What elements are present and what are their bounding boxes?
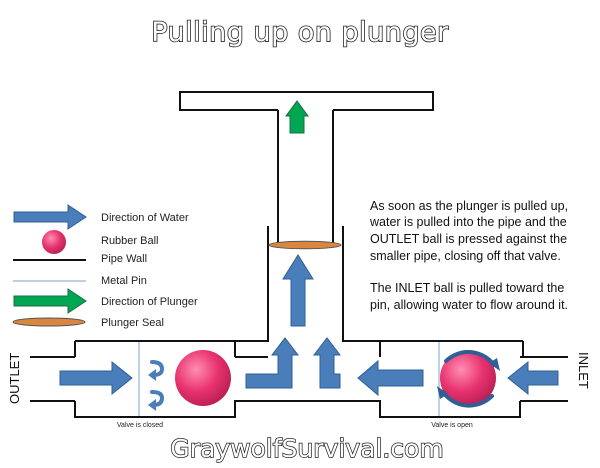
legend-ball [42, 230, 66, 254]
pipe-walls [30, 341, 568, 418]
description-line: As soon as the plunger is pulled up, [370, 199, 568, 213]
site-footer: GraywolfSurvival.com [170, 434, 443, 463]
inlet-ball [440, 350, 496, 406]
legend-pipe-wall-label: Pipe Wall [101, 253, 147, 265]
description-line: pin, allowing water to flow around it. [370, 298, 568, 312]
plunger-direction-arrow [285, 100, 309, 134]
description-line: smaller pipe, closing off that valve. [370, 249, 561, 263]
plunger-seal [268, 240, 342, 250]
valve-closed-label: Valve is closed [117, 422, 163, 429]
outlet-label: OUTLET [7, 353, 22, 404]
description-line: The INLET ball is pulled toward the [370, 281, 564, 295]
legend-plunger-arrow [13, 288, 87, 314]
pump-cylinder [75, 226, 523, 342]
description-line: water is pulled into the pipe and the [369, 215, 567, 229]
legend-seal [12, 317, 86, 327]
legend: Direction of Water Rubber Ball Pipe Wall… [12, 204, 198, 329]
legend-water-label: Direction of Water [101, 212, 189, 224]
diagram-title: Pulling up on plunger [151, 17, 449, 48]
legend-water-arrow [13, 204, 87, 230]
legend-plunger-label: Direction of Plunger [101, 296, 198, 308]
outlet-ball [175, 350, 231, 406]
outlet-swirl-heads [148, 369, 156, 411]
legend-ball-label: Rubber Ball [101, 235, 158, 247]
water-arrows [59, 254, 559, 397]
legend-pin-label: Metal Pin [101, 275, 147, 287]
outlet-swirl-arrows [150, 360, 165, 407]
plunger-rod [179, 91, 434, 243]
legend-seal-label: Plunger Seal [101, 317, 164, 329]
valve-open-label: Valve is open [431, 422, 473, 429]
description-line: OUTLET ball is pressed against the [370, 232, 567, 246]
inlet-swirl-heads [437, 358, 500, 399]
description: As soon as the plunger is pulled up, wat… [369, 199, 568, 312]
inlet-swirl-arrows [441, 350, 496, 408]
inlet-label: INLET [576, 352, 591, 389]
